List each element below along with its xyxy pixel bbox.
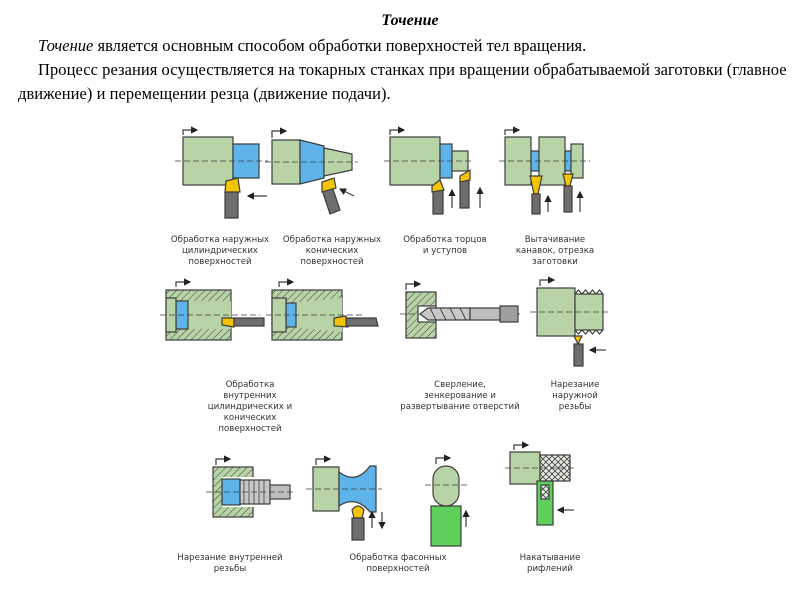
caption-shaped: Обработка фасонных поверхностей xyxy=(349,553,447,574)
intro-text: является основным способом обработки пов… xyxy=(93,36,587,55)
caption-external-cylindrical: Обработка наружных цилиндрических поверх… xyxy=(170,235,270,267)
diagram-knurling xyxy=(505,441,574,526)
term-turning: Точение xyxy=(38,36,94,55)
caption-faces: Обработка торцов и уступов xyxy=(403,235,487,256)
caption-internal-thread: Нарезание внутренней резьбы xyxy=(177,553,283,574)
diagram-shaped-roller xyxy=(425,454,470,547)
diagram-faces xyxy=(384,126,484,215)
diagram-external-conical xyxy=(265,127,358,215)
diagram-external-thread xyxy=(530,276,610,367)
caption-external-thread: Нарезание наружной резьбы xyxy=(550,380,600,412)
page-title: Точение xyxy=(381,12,439,29)
caption-drilling: Сверление, зенкерование и развертывание … xyxy=(400,380,520,412)
intro-paragraph: Точение является основным способом обраб… xyxy=(18,34,788,58)
process-paragraph: Процесс резания осуществляется на токарн… xyxy=(18,60,787,103)
caption-knurling: Накатывание рифлений xyxy=(519,553,581,574)
diagram-internal-thread xyxy=(206,455,296,518)
diagram-grooving xyxy=(499,126,590,215)
diagram-internal xyxy=(160,278,379,341)
caption-internal: Обработка внутренних цилиндрических и ко… xyxy=(207,380,293,434)
caption-external-conical: Обработка наружных конических поверхност… xyxy=(282,235,382,267)
diagram-drilling xyxy=(400,280,520,339)
diagram-shaped xyxy=(306,455,386,541)
diagram-external-cylindrical xyxy=(175,126,268,219)
caption-grooves: Вытачивание канавок, отрезка заготовки xyxy=(515,235,595,267)
